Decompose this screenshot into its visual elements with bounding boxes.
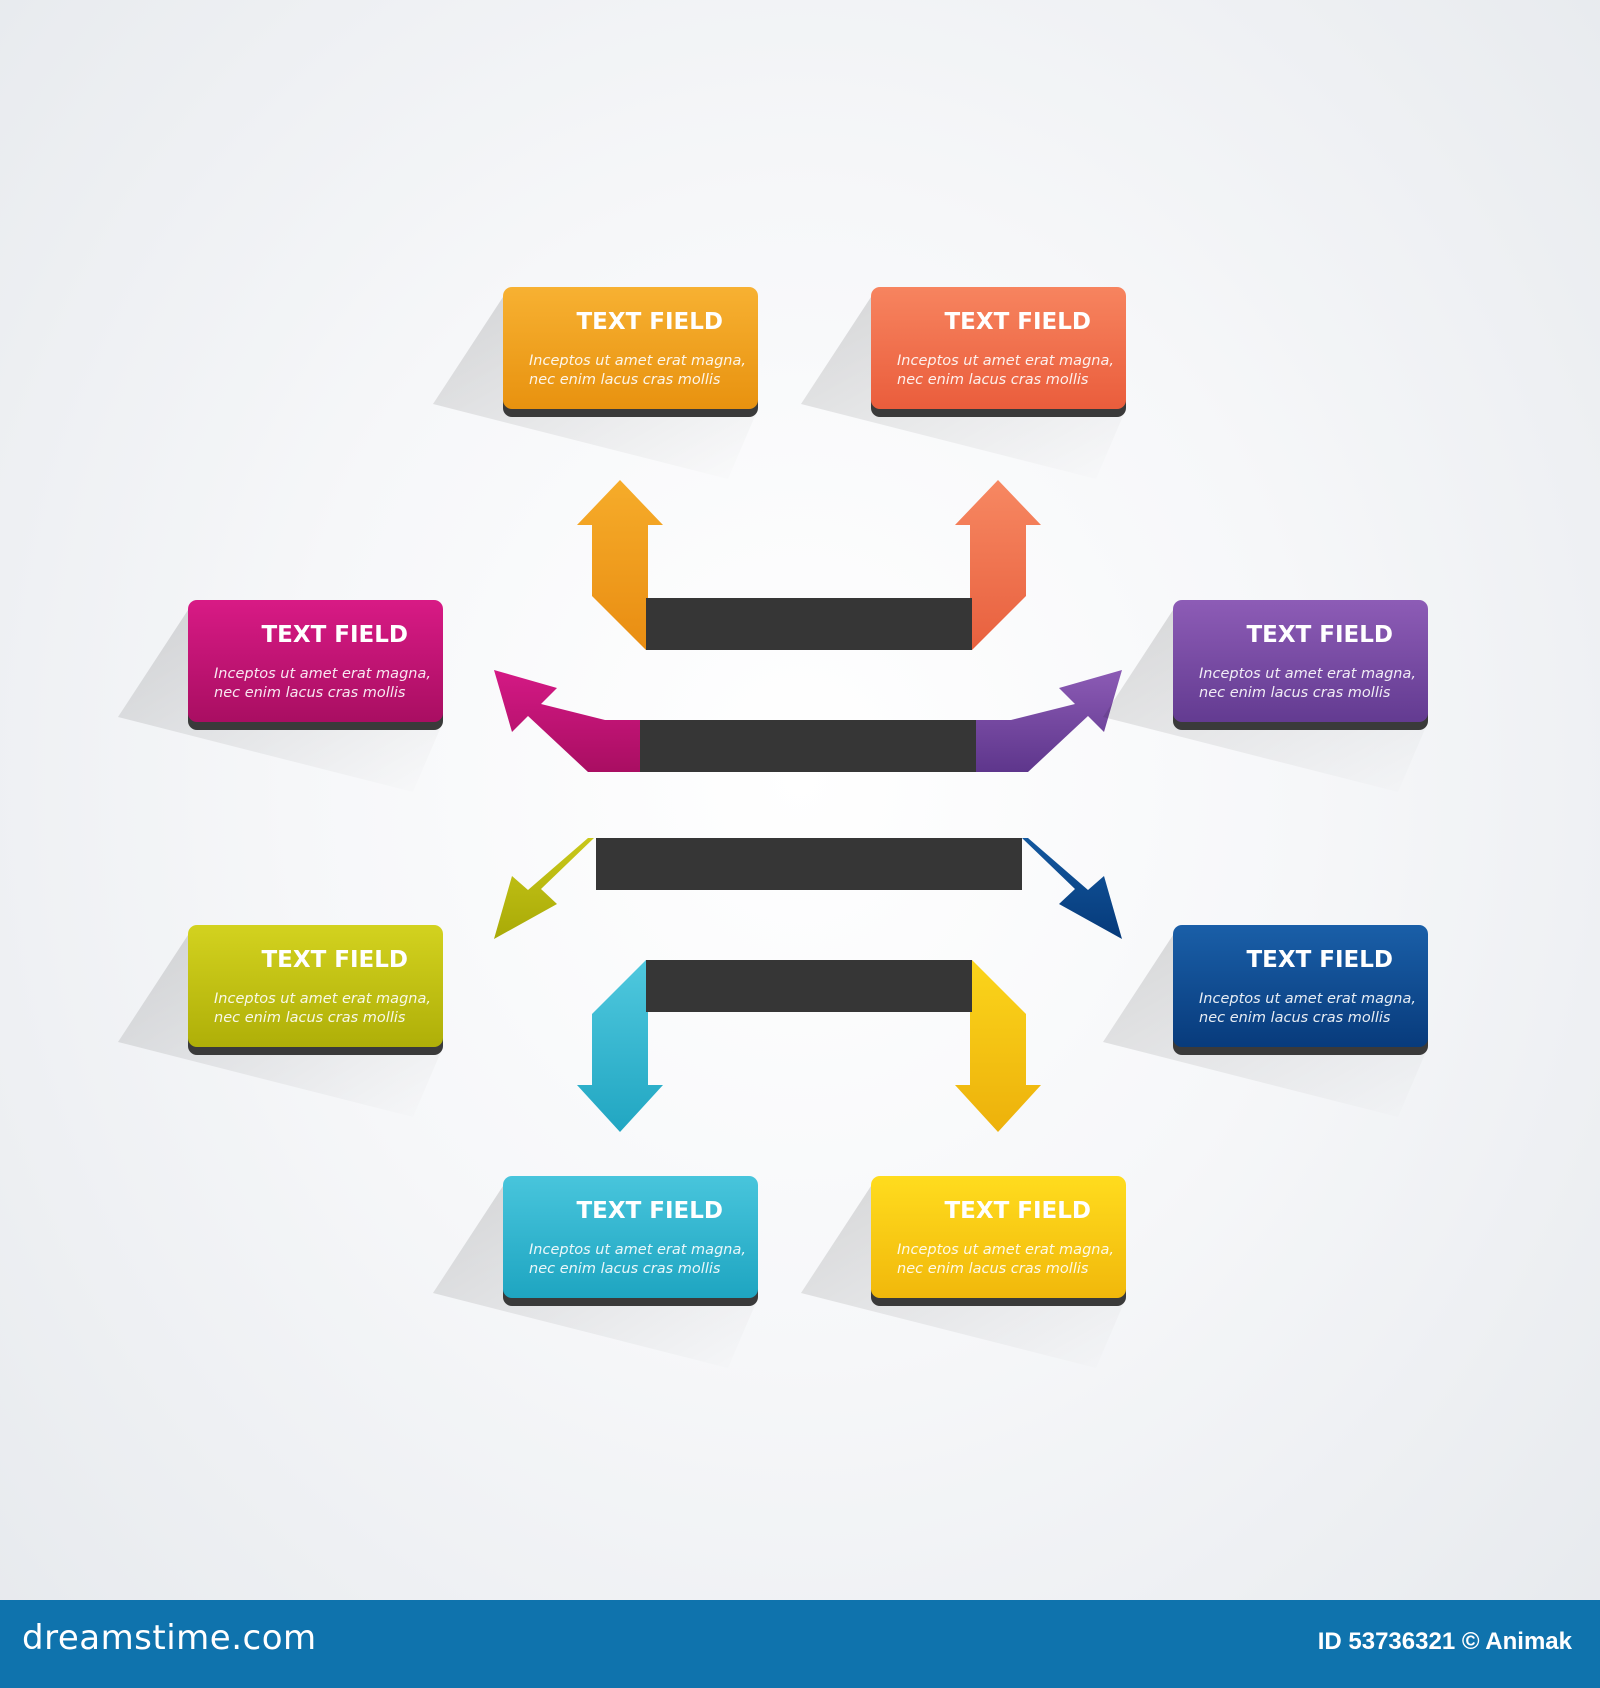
arrow-mid-left-upper-icon <box>494 670 640 772</box>
box-face <box>503 287 758 409</box>
box-title: TEXT FIELD <box>576 1198 723 1224</box>
arrow-mid-right-upper-icon <box>976 670 1122 772</box>
flowchart-diagram: TEXT FIELD Inceptos ut amet erat magna, ne… <box>118 287 1428 1368</box>
box-description-line-1: Inceptos ut amet erat magna, <box>897 1242 1114 1258</box>
box-description-line-1: Inceptos ut amet erat magna, <box>529 353 746 369</box>
text-box-mid-right-lower[interactable]: TEXT FIELD Inceptos ut amet erat magna, ne… <box>1103 925 1428 1117</box>
box-face <box>1173 925 1428 1047</box>
image-id-credit: ID 53736321 © Animak <box>1317 1628 1572 1655</box>
arrow-bottom-left-icon <box>577 960 663 1132</box>
connectors-layer <box>596 598 1022 1012</box>
box-face <box>188 925 443 1047</box>
text-box-mid-right-upper[interactable]: TEXT FIELD Inceptos ut amet erat magna, ne… <box>1103 600 1428 792</box>
box-description-line-1: Inceptos ut amet erat magna, <box>214 666 431 682</box>
box-description-line-2: nec enim lacus cras mollis <box>897 372 1089 388</box>
arrow-mid-right-lower-icon <box>972 838 1122 939</box>
box-face <box>188 600 443 722</box>
connector-bar-2 <box>596 720 1022 772</box>
box-description-line-2: nec enim lacus cras mollis <box>1199 685 1391 701</box>
arrow-top-left-icon <box>577 480 663 650</box>
box-description-line-1: Inceptos ut amet erat magna, <box>897 353 1114 369</box>
arrow-mid-left-lower-icon <box>494 838 644 939</box>
brand-logo-text[interactable]: dreamstime.com <box>22 1618 317 1658</box>
box-description-line-2: nec enim lacus cras mollis <box>214 1010 406 1026</box>
text-box-top-right[interactable]: TEXT FIELD Inceptos ut amet erat magna, ne… <box>801 287 1126 479</box>
box-title: TEXT FIELD <box>1246 622 1393 648</box>
connector-bar-1 <box>646 598 972 650</box>
boxes-layer: TEXT FIELD Inceptos ut amet erat magna, ne… <box>118 287 1428 1368</box>
box-description-line-1: Inceptos ut amet erat magna, <box>1199 666 1416 682</box>
text-box-bottom-right[interactable]: TEXT FIELD Inceptos ut amet erat magna, ne… <box>801 1176 1126 1368</box>
arrows-layer <box>494 480 1122 1132</box>
box-description-line-2: nec enim lacus cras mollis <box>897 1261 1089 1277</box>
box-description-line-1: Inceptos ut amet erat magna, <box>529 1242 746 1258</box>
box-title: TEXT FIELD <box>944 309 1091 335</box>
box-title: TEXT FIELD <box>944 1198 1091 1224</box>
connector-bar-3 <box>596 838 1022 890</box>
box-title: TEXT FIELD <box>261 947 408 973</box>
box-face <box>871 287 1126 409</box>
box-face <box>503 1176 758 1298</box>
box-title: TEXT FIELD <box>576 309 723 335</box>
text-box-mid-left-lower[interactable]: TEXT FIELD Inceptos ut amet erat magna, ne… <box>118 925 443 1117</box>
box-description-line-1: Inceptos ut amet erat magna, <box>1199 991 1416 1007</box>
box-description-line-2: nec enim lacus cras mollis <box>1199 1010 1391 1026</box>
box-description-line-2: nec enim lacus cras mollis <box>529 1261 721 1277</box>
arrow-top-right-icon <box>955 480 1041 650</box>
box-title: TEXT FIELD <box>1246 947 1393 973</box>
box-description-line-1: Inceptos ut amet erat magna, <box>214 991 431 1007</box>
box-title: TEXT FIELD <box>261 622 408 648</box>
box-description-line-2: nec enim lacus cras mollis <box>214 685 406 701</box>
footer-bar: dreamstime.com ID 53736321 © Animak <box>0 1600 1600 1688</box>
box-face <box>871 1176 1126 1298</box>
text-box-top-left[interactable]: TEXT FIELD Inceptos ut amet erat magna, ne… <box>433 287 758 479</box>
box-face <box>1173 600 1428 722</box>
text-box-bottom-left[interactable]: TEXT FIELD Inceptos ut amet erat magna, ne… <box>433 1176 758 1368</box>
connector-bar-4 <box>646 960 972 1012</box>
arrow-bottom-right-icon <box>955 960 1041 1132</box>
text-box-mid-left-upper[interactable]: TEXT FIELD Inceptos ut amet erat magna, ne… <box>118 600 443 792</box>
box-description-line-2: nec enim lacus cras mollis <box>529 372 721 388</box>
